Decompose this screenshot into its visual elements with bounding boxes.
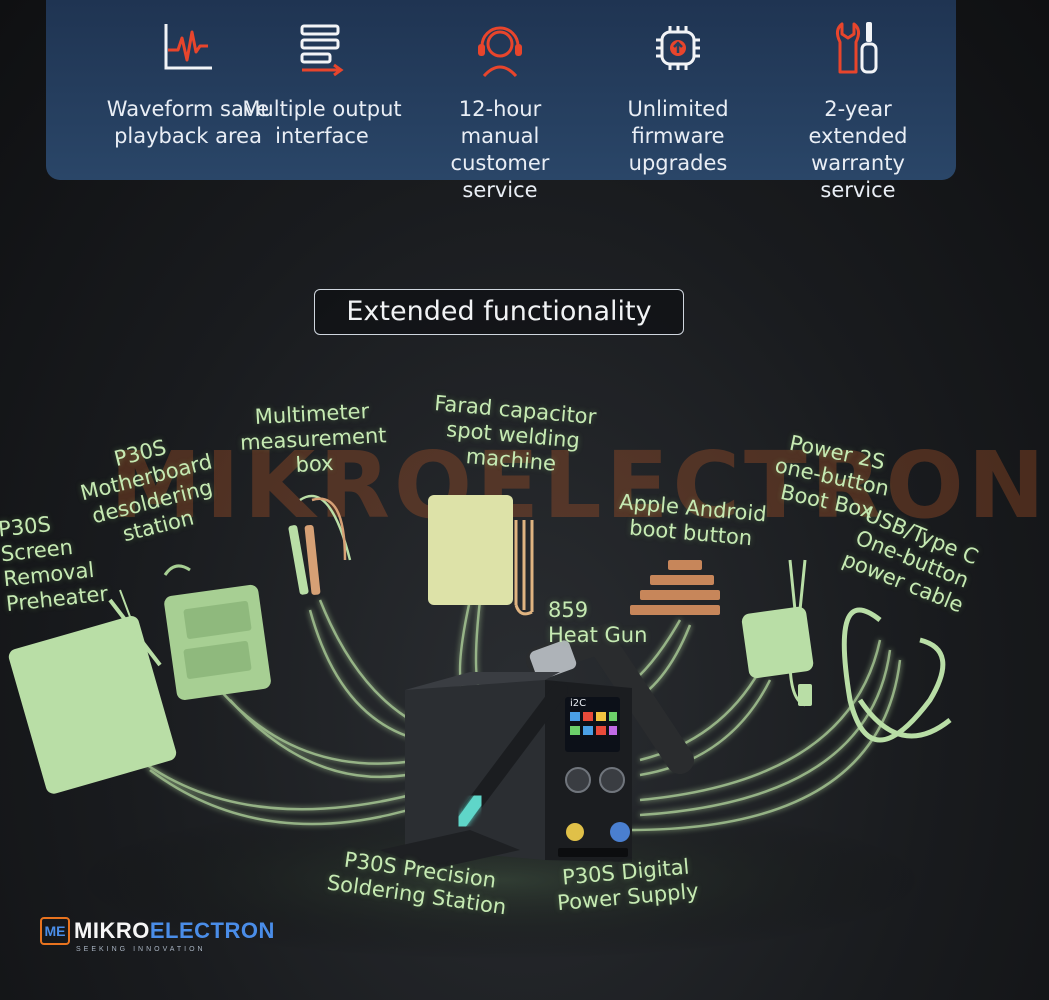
desoldering-unit xyxy=(163,564,271,700)
callout-farad: Farad capacitor spot welding machine xyxy=(433,391,598,476)
logo-tagline: SEEKING INNOVATION xyxy=(76,946,206,953)
firmware-chip-icon xyxy=(656,26,700,70)
device-brand-label: i2C xyxy=(570,698,586,709)
feature-warranty: 2-year extended warranty service xyxy=(768,18,948,204)
boot-button-cables xyxy=(630,560,720,615)
logo-badge: ME xyxy=(40,917,70,945)
customer-service-headset-icon xyxy=(478,26,522,78)
station-screen-tiles xyxy=(570,712,617,735)
section-title: Extended functionality xyxy=(314,289,684,335)
feature-warranty-label: 2-year extended warranty service xyxy=(808,97,908,202)
main-station-body: i2C xyxy=(405,672,632,862)
brand-logo: ME MIKROELECTRON SEEKING INNOVATION xyxy=(40,914,275,953)
callout-heat-gun: 859 Heat Gun xyxy=(548,598,648,647)
power2s-boot-box xyxy=(741,559,814,707)
heat-gun xyxy=(526,623,694,774)
floor-glow xyxy=(70,800,930,960)
station-output-port xyxy=(566,823,584,841)
farad-capacitor-unit xyxy=(428,495,534,616)
feature-output: Multiple output interface xyxy=(232,18,412,150)
soldering-iron xyxy=(380,682,568,870)
feature-firmware-label: Unlimited firmware upgrades xyxy=(627,97,729,175)
callout-multimeter: Multimeter measurement box xyxy=(239,399,388,477)
preheater-unit xyxy=(8,589,177,794)
feature-waveform-label: Waveform save playback area xyxy=(106,97,270,148)
multimeter-probes xyxy=(288,494,352,595)
usb-type-c-cable xyxy=(841,607,952,743)
waveform-icon xyxy=(164,24,212,70)
warranty-tools-icon xyxy=(835,22,878,74)
logo-name: MIKROELECTRON xyxy=(74,918,275,944)
feature-customer-service-label: 12-hour manual customer service xyxy=(450,97,550,202)
feature-customer-service: 12-hour manual customer service xyxy=(410,18,590,204)
watermark-text: MIKROELECTRON xyxy=(110,432,1049,539)
output-interface-icon xyxy=(300,24,344,77)
station-knob-left xyxy=(565,767,591,793)
product-illustration: i2C xyxy=(8,494,952,960)
station-power-button xyxy=(610,822,630,842)
station-knob-right xyxy=(599,767,625,793)
feature-firmware: Unlimited firmware upgrades xyxy=(588,18,768,177)
logo-name-part2: ELECTRON xyxy=(149,918,275,943)
feature-output-label: Multiple output interface xyxy=(242,97,402,148)
feature-waveform: Waveform save playback area xyxy=(98,18,278,150)
logo-name-part1: MIKRO xyxy=(74,918,150,943)
feature-banner: Waveform save playback area Multiple out… xyxy=(46,0,956,202)
